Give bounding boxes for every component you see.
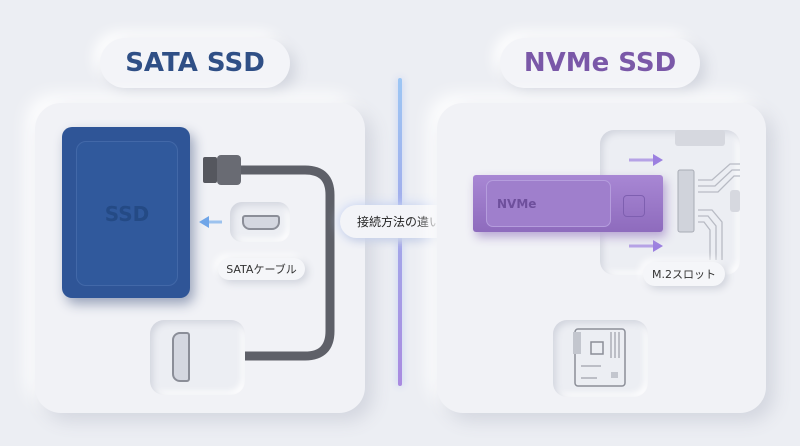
controller-chip [623,195,645,217]
insert-arrows [629,154,663,252]
motherboard-port-box [150,320,245,395]
sata-port-icon [242,215,280,230]
sata-panel: SSD SATAケーブル [35,103,365,413]
sata-cable-label: SATAケーブル [218,258,305,280]
sata-title: SATA SSD [100,38,290,88]
motherboard-icon [573,328,626,387]
nvme-panel: NVMe M.2スロット [437,103,766,413]
circuit-traces [675,130,740,260]
arrow-right-icon [629,154,663,166]
nvme-title: NVMe SSD [500,38,700,88]
sata-port-box [230,202,290,242]
nvme-ssd-stick: NVMe [473,175,663,232]
arrow-left-icon [199,216,222,228]
nvme-label: NVMe [486,180,611,227]
ssd-label: SSD [76,141,178,286]
arrow-right-icon [629,240,663,252]
motherboard-box [553,320,648,397]
cable-connector-top [203,155,241,185]
m2-slot-area [600,130,740,275]
vertical-port-icon [172,332,190,382]
m2-slot-label: M.2スロット [643,262,725,286]
sata-ssd-drive: SSD [62,127,190,298]
